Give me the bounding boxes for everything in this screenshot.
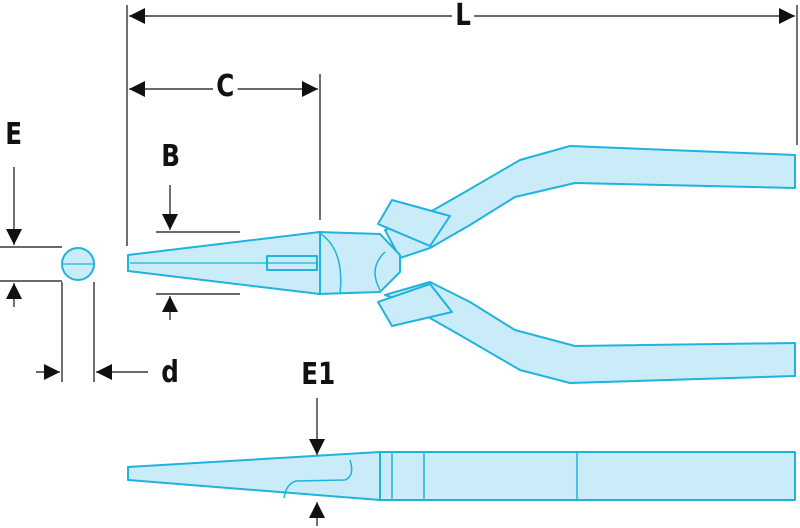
lower-handle	[384, 281, 796, 384]
pliers-side-view	[61, 247, 796, 501]
label-L: L	[452, 1, 475, 31]
pliers-top-view	[127, 145, 796, 384]
joint-head	[317, 231, 401, 295]
label-E: E	[2, 120, 26, 150]
dimension-lines	[0, 5, 798, 526]
label-E1: E1	[298, 360, 339, 390]
side-jaw	[127, 451, 381, 501]
side-handle	[379, 451, 796, 501]
upper-finger-guard	[377, 199, 451, 247]
label-d: d	[158, 358, 183, 388]
label-C: C	[213, 72, 238, 102]
upper-handle	[384, 145, 796, 259]
lower-finger-guard	[377, 283, 453, 327]
label-B: B	[158, 142, 184, 172]
